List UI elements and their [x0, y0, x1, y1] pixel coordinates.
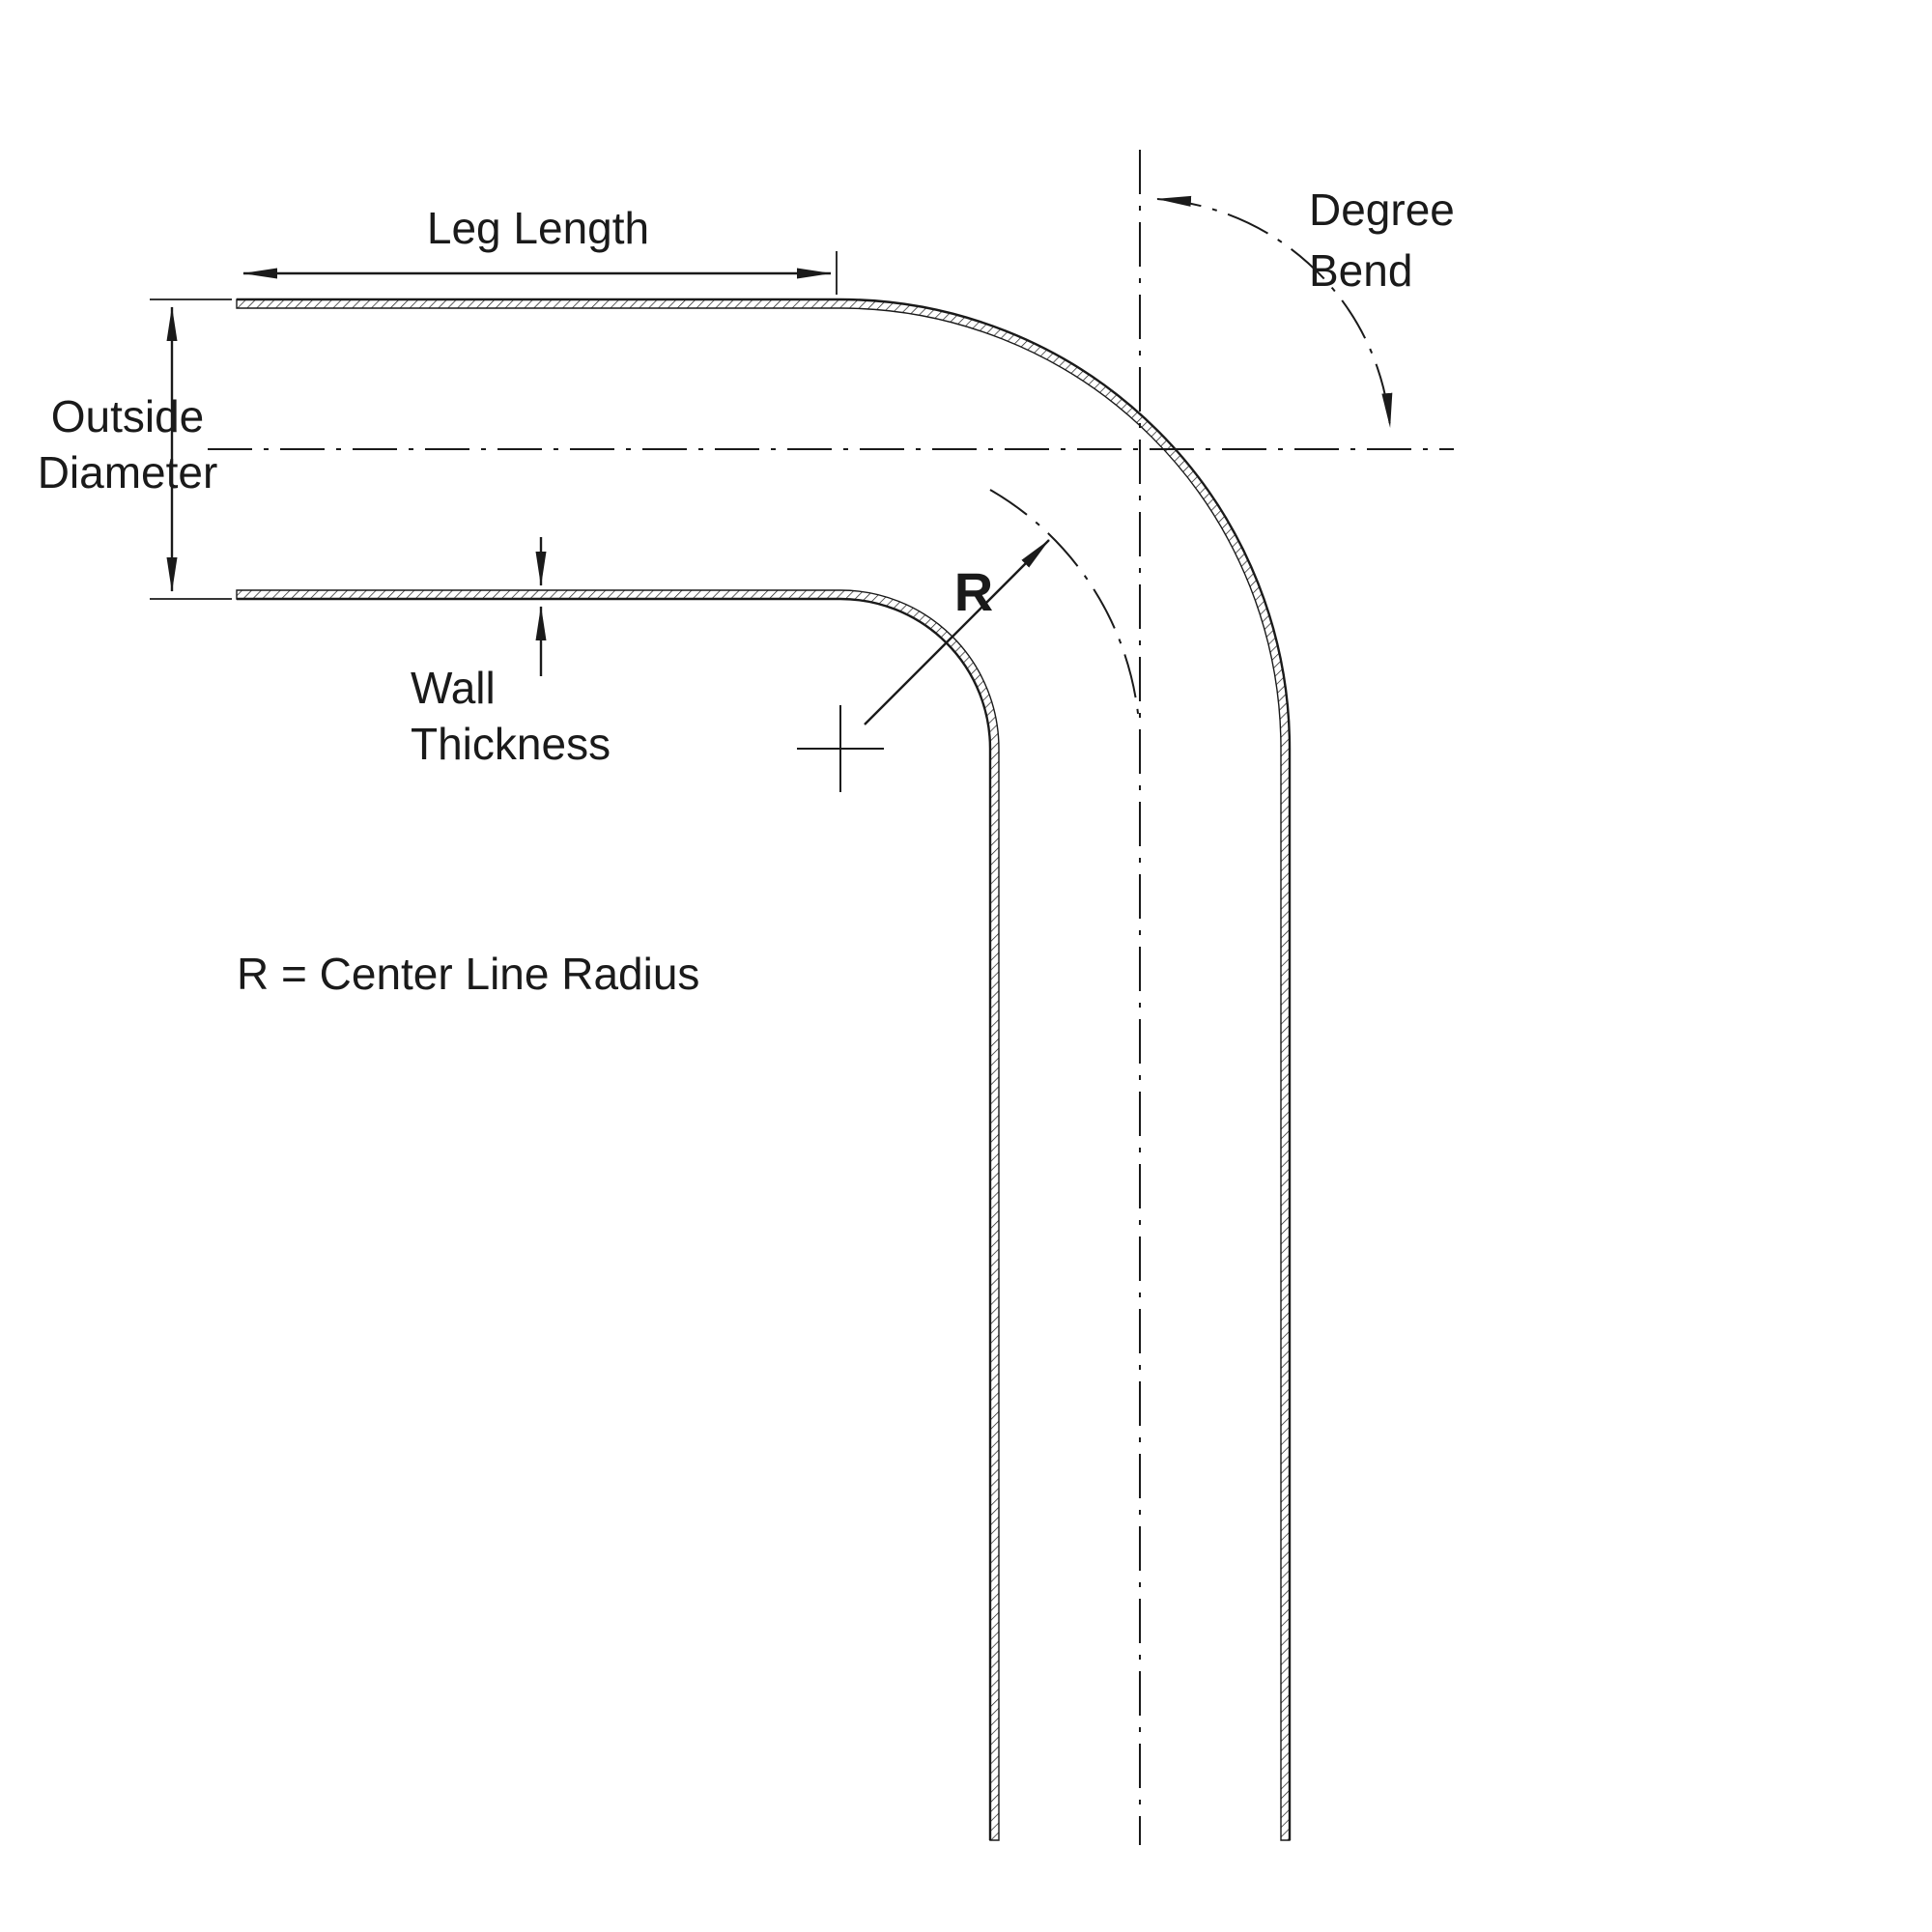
radius-arrow [864, 539, 1050, 725]
degree-bend-label-line2: Bend [1309, 245, 1412, 296]
radius-indicator: R [797, 539, 1050, 792]
tube-wall-top [236, 298, 1291, 1841]
leg-length-dimension: Leg Length [242, 203, 838, 295]
tube-inner-edge [237, 597, 992, 1840]
radius-label: R [954, 561, 993, 622]
outside-diameter-dimension: Outside Diameter [38, 298, 232, 600]
bend-centerline-arc [989, 489, 1140, 724]
tube-wall-bottom [236, 589, 1000, 1841]
tube-walls [236, 298, 1292, 1841]
outside-diameter-label-line1: Outside [51, 391, 205, 441]
wall-thickness-label-line2: Thickness [411, 719, 611, 769]
degree-bend-indicator: Degree Bend [1156, 185, 1455, 428]
bend-center-mark [797, 705, 884, 792]
degree-bend-arc-arrow [1156, 195, 1393, 428]
radius-note: R = Center Line Radius [237, 949, 699, 999]
leg-length-label: Leg Length [427, 203, 649, 253]
wall-thickness-dimension: Wall Thickness [411, 537, 611, 769]
tube-outer-edge [237, 298, 1292, 1840]
outside-diameter-label-line2: Diameter [38, 447, 218, 497]
wall-thickness-label-line1: Wall [411, 663, 496, 713]
centerlines [208, 150, 1454, 1845]
degree-bend-label-line1: Degree [1309, 185, 1455, 235]
